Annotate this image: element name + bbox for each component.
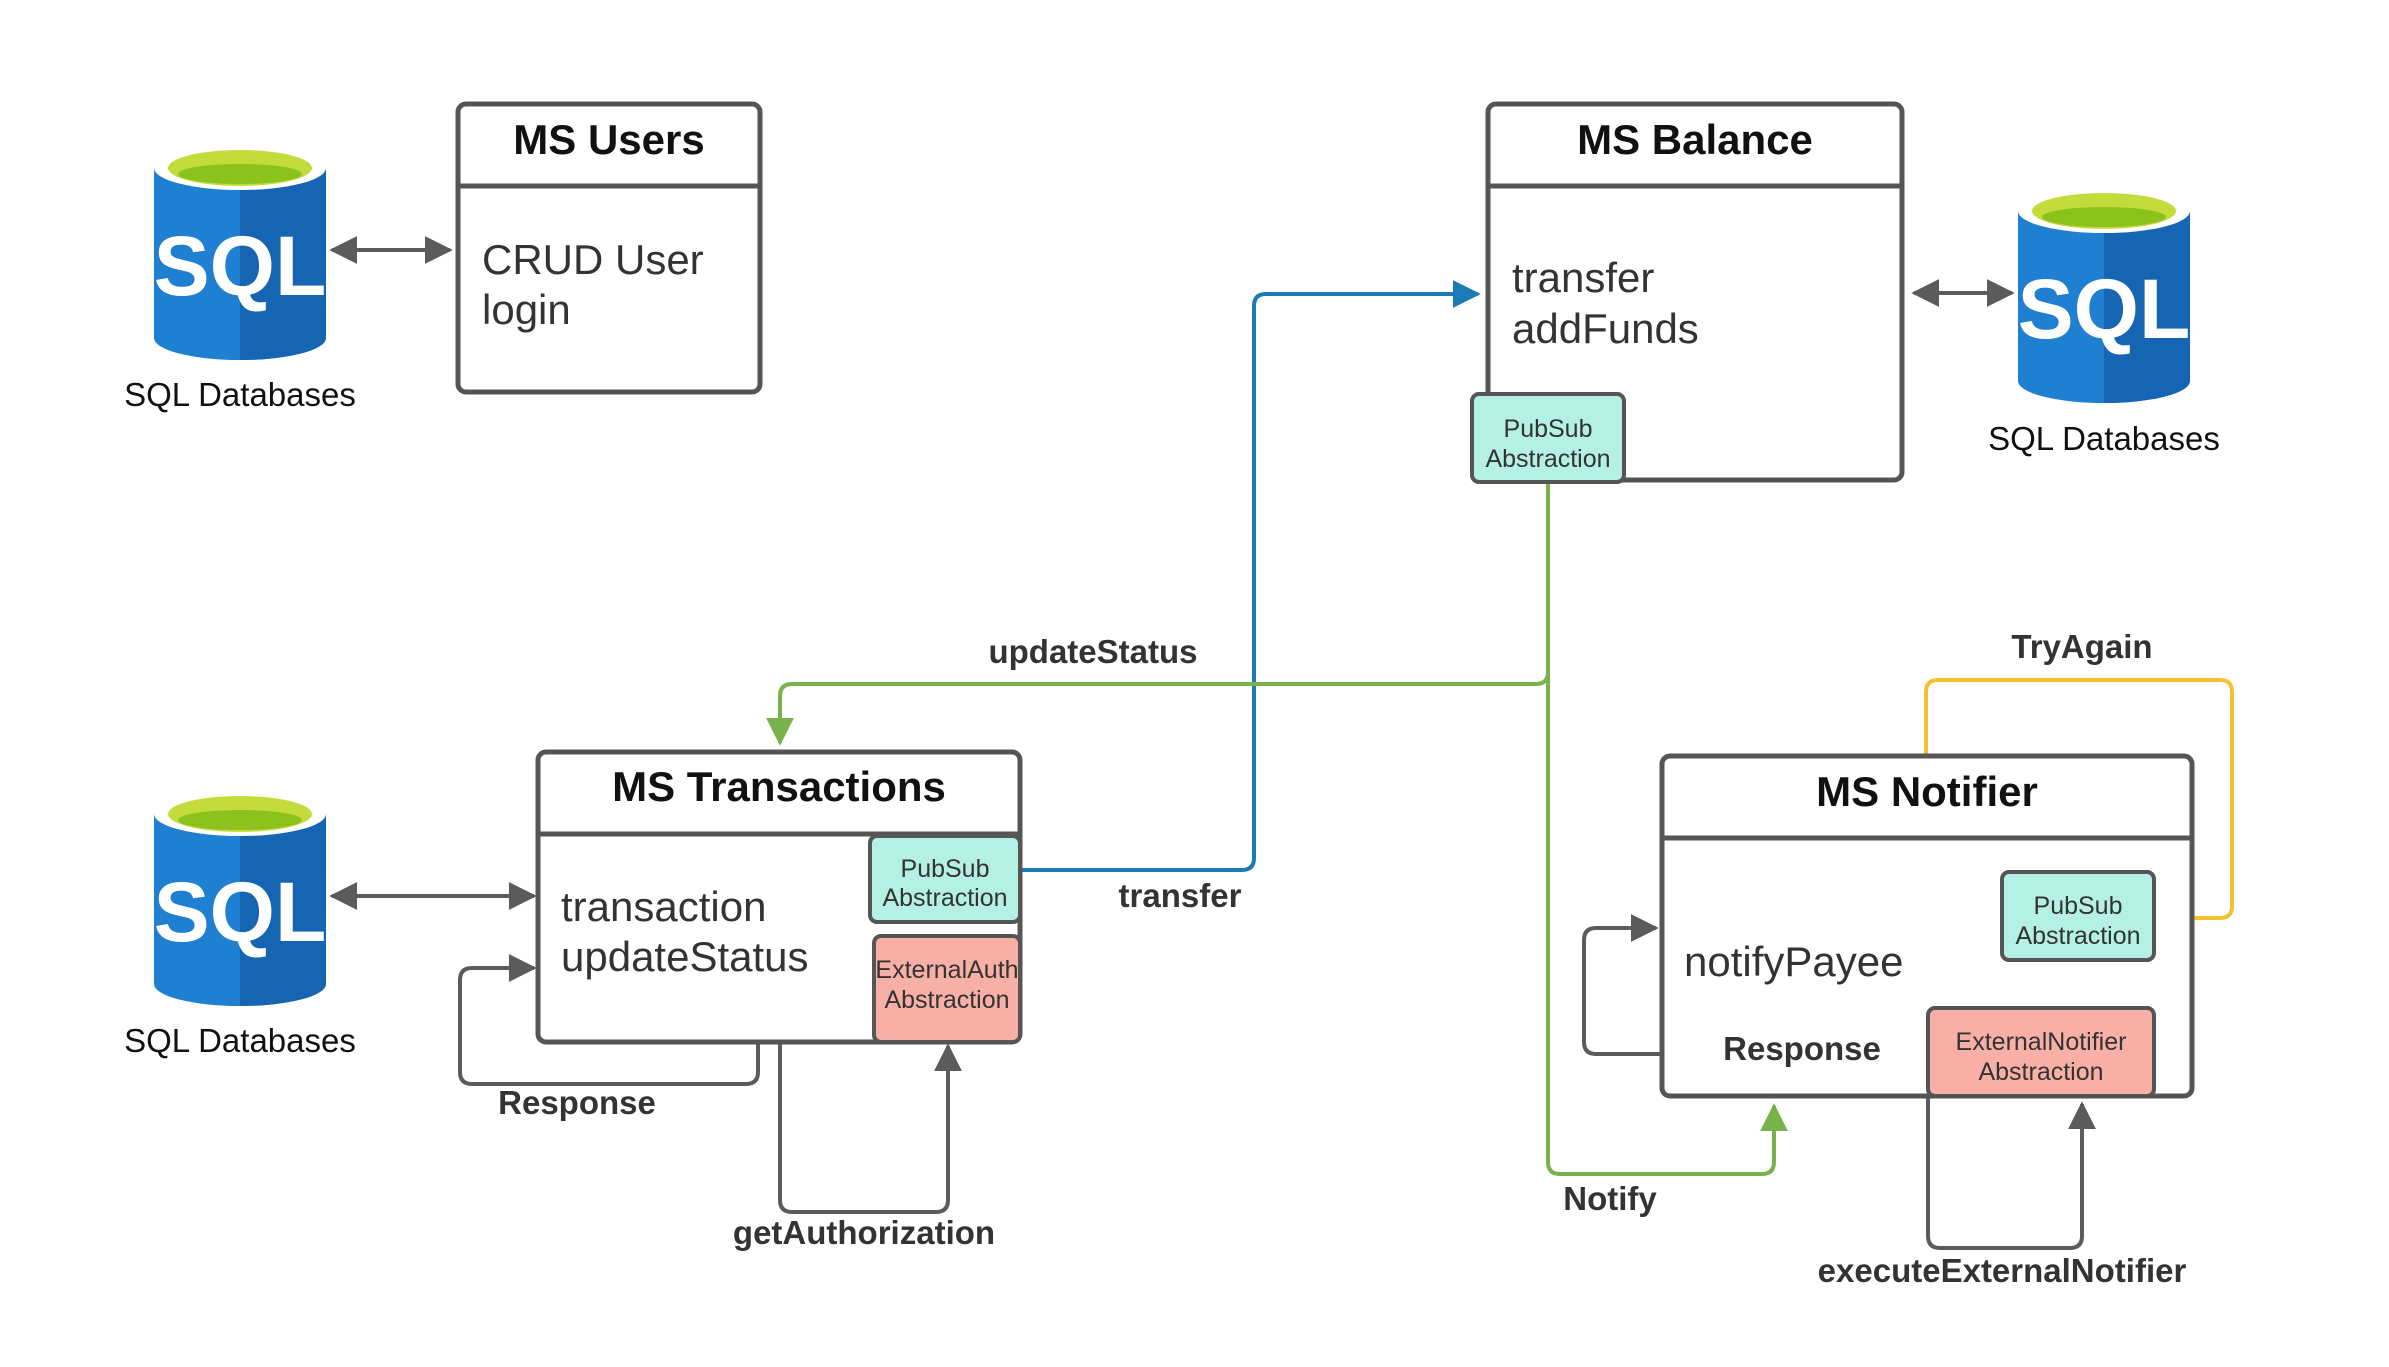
ms-users-box: MS Users CRUD User login	[455, 101, 763, 395]
sql-logo-text: SQL	[154, 219, 327, 313]
external-auth-label: ExternalAuth	[875, 956, 1018, 984]
ms-users-method: login	[482, 286, 571, 333]
ms-notifier-pubsub: PubSub Abstraction	[2000, 870, 2156, 962]
ms-notifier-title: MS Notifier	[1816, 768, 2038, 815]
ms-transactions-pubsub: PubSub Abstraction	[868, 834, 1022, 924]
pubsub-label: PubSub	[1504, 415, 1593, 443]
sql-database-balance: SQL SQL Databases	[1988, 189, 2220, 457]
update-status-label: updateStatus	[988, 633, 1197, 670]
database-caption: SQL Databases	[1988, 420, 2220, 457]
update-status-connector	[766, 482, 1550, 746]
transfer-connector	[1020, 280, 1481, 872]
get-authorization-connector	[778, 1043, 962, 1214]
try-again-label: TryAgain	[2011, 628, 2152, 665]
ms-balance-method: addFunds	[1512, 305, 1699, 352]
database-caption: SQL Databases	[124, 1022, 356, 1059]
notifier-response-label: Response	[1723, 1030, 1881, 1067]
notify-connector	[1546, 672, 1788, 1176]
ms-transactions-external-auth: ExternalAuth Abstraction	[872, 934, 1022, 1044]
pubsub-label: Abstraction	[1485, 445, 1610, 473]
pubsub-label: Abstraction	[2015, 922, 2140, 950]
notifier-response-connector	[1582, 914, 1934, 1056]
sql-database-icon: SQL	[154, 146, 327, 360]
sql-database-icon: SQL	[2018, 189, 2191, 403]
ms-users-title: MS Users	[513, 116, 704, 163]
try-again-connector	[1924, 678, 2234, 932]
ms-notifier-method: notifyPayee	[1684, 938, 1903, 985]
ms-balance-method: transfer	[1512, 254, 1654, 301]
sql-logo-text: SQL	[2018, 262, 2191, 356]
ms-transactions-title: MS Transactions	[612, 763, 946, 810]
pubsub-label: PubSub	[2034, 892, 2123, 920]
ms-balance-pubsub: PubSub Abstraction	[1470, 392, 1626, 484]
sql-database-icon: SQL	[154, 792, 327, 1006]
external-auth-label: Abstraction	[884, 986, 1009, 1014]
sql-database-users: SQL SQL Databases	[124, 146, 356, 413]
transfer-label: transfer	[1119, 877, 1242, 914]
ms-transactions-method: updateStatus	[561, 933, 809, 980]
ms-transactions-method: transaction	[561, 883, 766, 930]
database-caption: SQL Databases	[124, 376, 356, 413]
notify-label: Notify	[1563, 1180, 1657, 1217]
ms-balance-box: MS Balance transfer addFunds PubSub Abst…	[1470, 101, 1905, 484]
sql-logo-text: SQL	[154, 865, 327, 959]
ms-users-method: CRUD User	[482, 236, 704, 283]
external-notifier-label: Abstraction	[1978, 1058, 2103, 1086]
transactions-response-label: Response	[498, 1084, 656, 1121]
external-notifier-label: ExternalNotifier	[1956, 1028, 2127, 1056]
sql-database-transactions: SQL SQL Databases	[124, 792, 356, 1059]
ms-balance-title: MS Balance	[1577, 116, 1813, 163]
ms-transactions-box: MS Transactions transaction updateStatus…	[535, 749, 1023, 1045]
pubsub-label: PubSub	[901, 855, 990, 883]
get-authorization-label: getAuthorization	[733, 1214, 995, 1251]
execute-external-notifier-connector	[1926, 1098, 2096, 1250]
ms-notifier-external-notifier: ExternalNotifier Abstraction	[1926, 1006, 2156, 1098]
execute-external-notifier-label: executeExternalNotifier	[1818, 1252, 2187, 1289]
pubsub-label: Abstraction	[882, 884, 1007, 912]
ms-notifier-box: MS Notifier notifyPayee PubSub Abstracti…	[1659, 753, 2195, 1099]
